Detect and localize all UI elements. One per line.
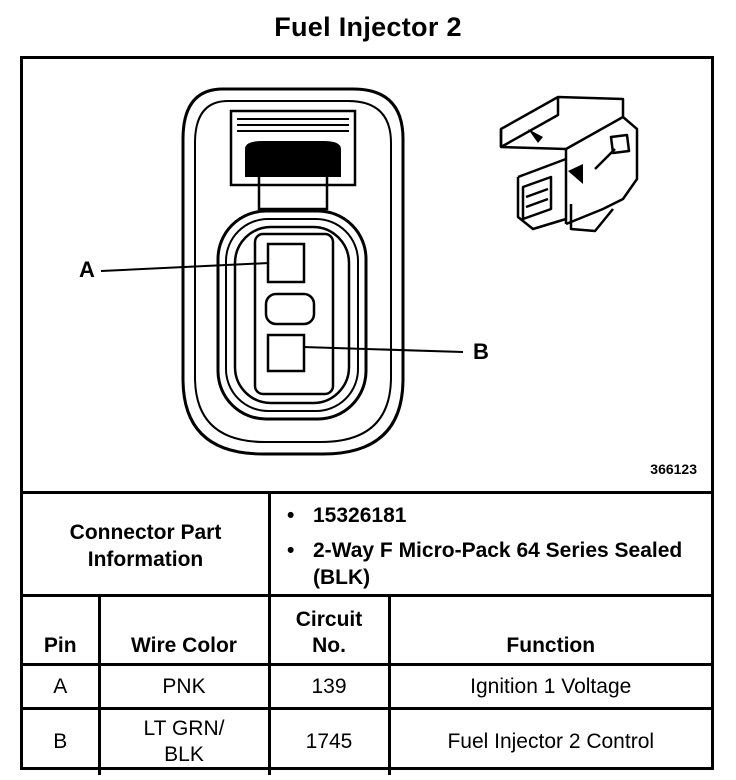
bullet-icon: •	[287, 539, 295, 562]
table-row: A PNK 139 Ignition 1 Voltage	[23, 663, 711, 710]
page-title: Fuel Injector 2	[274, 12, 462, 42]
header-function: Function	[387, 594, 711, 666]
connector-seal-middle	[225, 218, 359, 412]
cell-wire-color-text: LT GRN/ BLK	[143, 717, 225, 767]
connector-housing	[181, 87, 405, 456]
leader-line-b	[302, 346, 464, 353]
callout-b: B	[473, 339, 489, 364]
connector-info-label-text: Connector Part Information	[69, 521, 222, 571]
cell-function: Fuel Injector 2 Control	[387, 707, 711, 775]
connector-seal-outer	[216, 209, 368, 421]
connector-seal-inner	[233, 225, 351, 405]
pin-table: Pin Wire Color Circuit No. Function A PN…	[23, 594, 711, 775]
connector-key	[264, 292, 316, 326]
pin-b-cavity	[266, 333, 306, 373]
callout-a: A	[79, 257, 95, 282]
header-pin: Pin	[23, 594, 101, 666]
table-header-row: Pin Wire Color Circuit No. Function	[23, 594, 711, 666]
cell-wire-color: LT GRN/ BLK	[97, 707, 271, 775]
list-item: • 15326181	[287, 502, 683, 529]
connector-description: 2-Way F Micro-Pack 64 Series Sealed (BLK…	[313, 539, 683, 589]
part-number: 15326181	[313, 504, 407, 527]
cell-circuit-no: 139	[267, 663, 391, 710]
cell-wire-color: PNK	[97, 663, 271, 710]
connector-isometric-view	[499, 95, 639, 233]
cell-pin: A	[23, 663, 101, 710]
connector-housing-inner	[194, 100, 392, 443]
header-circuit-no: Circuit No.	[267, 594, 391, 666]
header-circuit-no-text: Circuit No.	[295, 608, 363, 657]
connector-part-info: Connector Part Information • 15326181 • …	[23, 491, 711, 598]
figure-number: 366123	[650, 461, 697, 477]
header-wire-color: Wire Color	[97, 594, 271, 666]
cell-pin: B	[23, 707, 101, 775]
connector-illustration: A B 366123	[23, 59, 711, 491]
connector-drawing	[100, 87, 639, 456]
leader-line-a	[100, 262, 270, 272]
cell-function: Ignition 1 Voltage	[387, 663, 711, 710]
connector-info-label: Connector Part Information	[23, 494, 271, 598]
connector-info-list: • 15326181 • 2-Way F Micro-Pack 64 Serie…	[287, 502, 683, 599]
cell-circuit-no: 1745	[267, 707, 391, 775]
bullet-icon: •	[287, 504, 295, 527]
connector-diagram-frame: A B 366123 Connector Part Information • …	[20, 56, 714, 775]
list-item: • 2-Way F Micro-Pack 64 Series Sealed (B…	[287, 537, 683, 591]
connector-latch	[229, 109, 357, 187]
table-row: B LT GRN/ BLK 1745 Fuel Injector 2 Contr…	[23, 707, 711, 775]
pin-a-cavity	[266, 242, 306, 284]
